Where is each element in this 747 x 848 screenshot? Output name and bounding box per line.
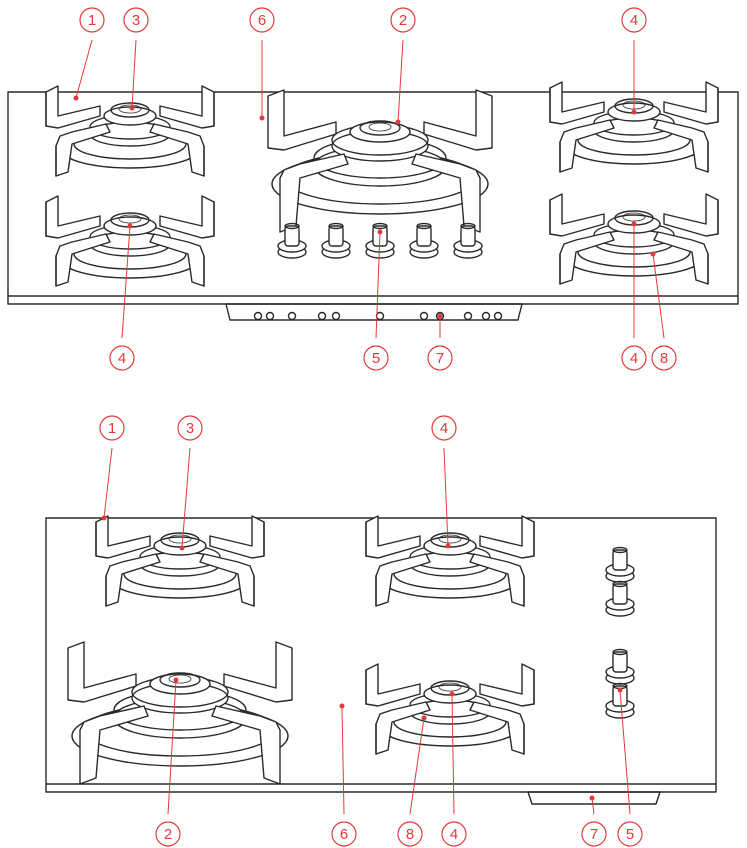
callout-4-bottom-front: 4 [441, 691, 467, 847]
rail-connectors [253, 311, 503, 321]
callout-label: 6 [340, 826, 348, 843]
callout-7-bottom: 7 [581, 795, 607, 847]
callout-label: 5 [626, 826, 634, 843]
burner-auxiliary-front-right [365, 663, 535, 755]
callout-label: 5 [372, 350, 380, 367]
glass-top-panel [45, 517, 717, 793]
burner-auxiliary-front-left [45, 195, 215, 287]
callout-4-top-right: 4 [621, 7, 647, 115]
callout-layer: 1 3 6 2 4 4 [73, 7, 677, 847]
callout-4-top-front-right: 4 [621, 221, 647, 371]
callout-label: 8 [660, 350, 668, 367]
callout-label: 7 [436, 350, 444, 367]
hob-four-burner [45, 515, 717, 805]
callout-label: 8 [406, 826, 414, 843]
knob[interactable] [321, 222, 351, 259]
callout-label: 4 [450, 826, 458, 843]
knob[interactable] [409, 222, 439, 259]
burner-wok-front-left [67, 641, 293, 785]
callout-label: 2 [399, 12, 407, 29]
callout-4-top-left: 4 [109, 223, 135, 371]
callout-label: 4 [630, 12, 638, 29]
callout-5-bottom: 5 [617, 687, 643, 847]
callout-label: 1 [88, 12, 96, 29]
control-rail [225, 303, 523, 321]
callout-label: 3 [132, 12, 140, 29]
callout-3-bottom: 3 [177, 415, 203, 551]
callout-4-bottom-right: 4 [431, 415, 457, 549]
callout-3-top: 3 [123, 7, 149, 111]
callout-label: 2 [164, 826, 172, 843]
callout-label: 1 [108, 420, 116, 437]
callout-8-bottom: 8 [397, 715, 427, 847]
hob-five-burner [7, 81, 739, 321]
callout-8-top: 8 [650, 251, 677, 371]
callout-label: 7 [590, 826, 598, 843]
control-rail [527, 791, 661, 805]
callout-1-bottom: 1 [99, 415, 125, 521]
callout-1-top: 1 [73, 7, 105, 101]
callout-label: 3 [186, 420, 194, 437]
burner-semi-rapid-rear-left [45, 85, 215, 177]
burner-wok-center [267, 89, 493, 233]
knob[interactable] [605, 648, 635, 685]
burner-semi-rapid-rear-left [95, 515, 265, 607]
callout-7-top: 7 [427, 313, 453, 371]
callout-label: 4 [118, 350, 126, 367]
callout-5-top: 5 [363, 229, 389, 371]
callout-6-top: 6 [249, 7, 275, 121]
callout-label: 4 [630, 350, 638, 367]
callout-label: 6 [258, 12, 266, 29]
callout-6-bottom: 6 [331, 703, 357, 847]
callout-2-top: 2 [390, 7, 416, 125]
callout-2-bottom: 2 [155, 677, 181, 847]
callout-label: 4 [440, 420, 448, 437]
knob[interactable] [605, 546, 635, 583]
glass-top-panel [7, 91, 739, 305]
burner-auxiliary-rear-right [365, 515, 535, 607]
knob[interactable] [605, 580, 635, 617]
